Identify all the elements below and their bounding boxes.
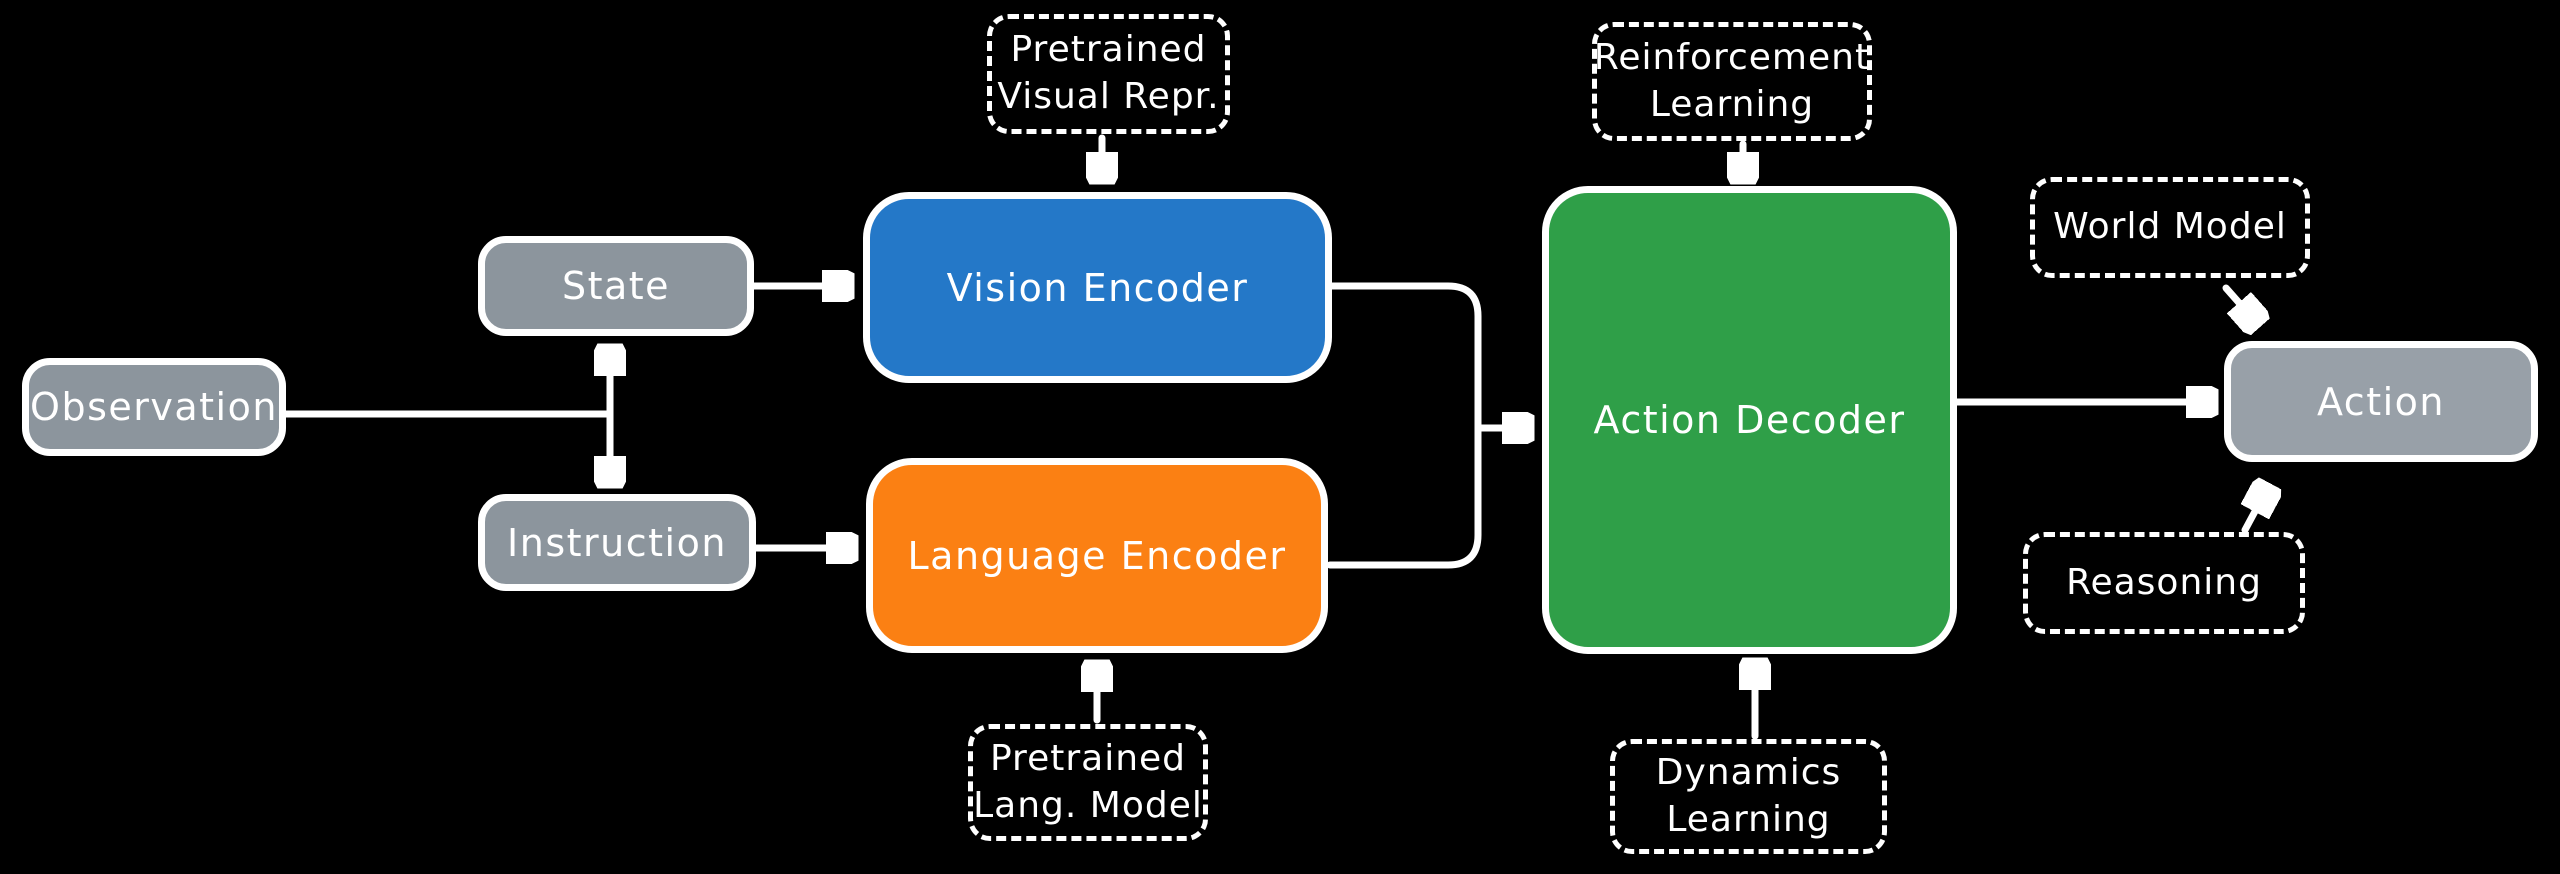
- edge-encoder-merge-bracket: [1326, 282, 1482, 569]
- node-vision-encoder: Vision Encoder: [863, 192, 1332, 383]
- node-action-label: Action: [2316, 379, 2445, 424]
- node-pretrained-visual-repr-line2: Visual Repr.: [997, 76, 1220, 117]
- node-language-encoder-label: Language Encoder: [907, 533, 1287, 578]
- node-world-model: World Model: [2030, 177, 2310, 278]
- node-state: State: [478, 236, 754, 336]
- node-state-label: State: [561, 264, 671, 308]
- node-instruction: Instruction: [478, 494, 756, 591]
- node-pretrained-lang-model-line1: Pretrained: [989, 737, 1187, 779]
- node-observation: Observation: [22, 358, 286, 456]
- node-pretrained-visual-repr-line1: Pretrained: [1010, 29, 1207, 71]
- node-observation-label: Observation: [30, 385, 278, 429]
- node-pretrained-lang-model: Pretrained Lang. Model: [968, 724, 1208, 841]
- node-pretrained-lang-model-line2: Lang. Model: [973, 784, 1203, 826]
- node-reinforcement-learning-line2: Learning: [1649, 83, 1815, 125]
- edge-reasoning-to-action: [2245, 489, 2267, 534]
- node-action-decoder-label: Action Decoder: [1593, 398, 1906, 442]
- node-action-decoder: Action Decoder: [1542, 186, 1957, 654]
- node-reinforcement-learning: Reinforcement Learning: [1592, 22, 1872, 141]
- node-reinforcement-learning-line1: Reinforcement: [1593, 36, 1871, 78]
- node-language-encoder: Language Encoder: [866, 458, 1328, 653]
- node-dynamics-learning-line2: Learning: [1666, 798, 1831, 840]
- node-pretrained-visual-repr: Pretrained Visual Repr.: [987, 14, 1230, 134]
- node-dynamics-learning-line1: Dynamics: [1655, 751, 1842, 793]
- node-dynamics-learning: Dynamics Learning: [1610, 739, 1887, 854]
- node-action: Action: [2224, 341, 2538, 462]
- node-instruction-label: Instruction: [507, 520, 727, 565]
- node-world-model-line1: World Model: [2053, 206, 2287, 248]
- edge-world-model-to-action: [2222, 284, 2256, 322]
- node-reasoning-line1: Reasoning: [2066, 561, 2262, 603]
- node-vision-encoder-label: Vision Encoder: [946, 265, 1249, 310]
- node-reasoning: Reasoning: [2023, 532, 2305, 634]
